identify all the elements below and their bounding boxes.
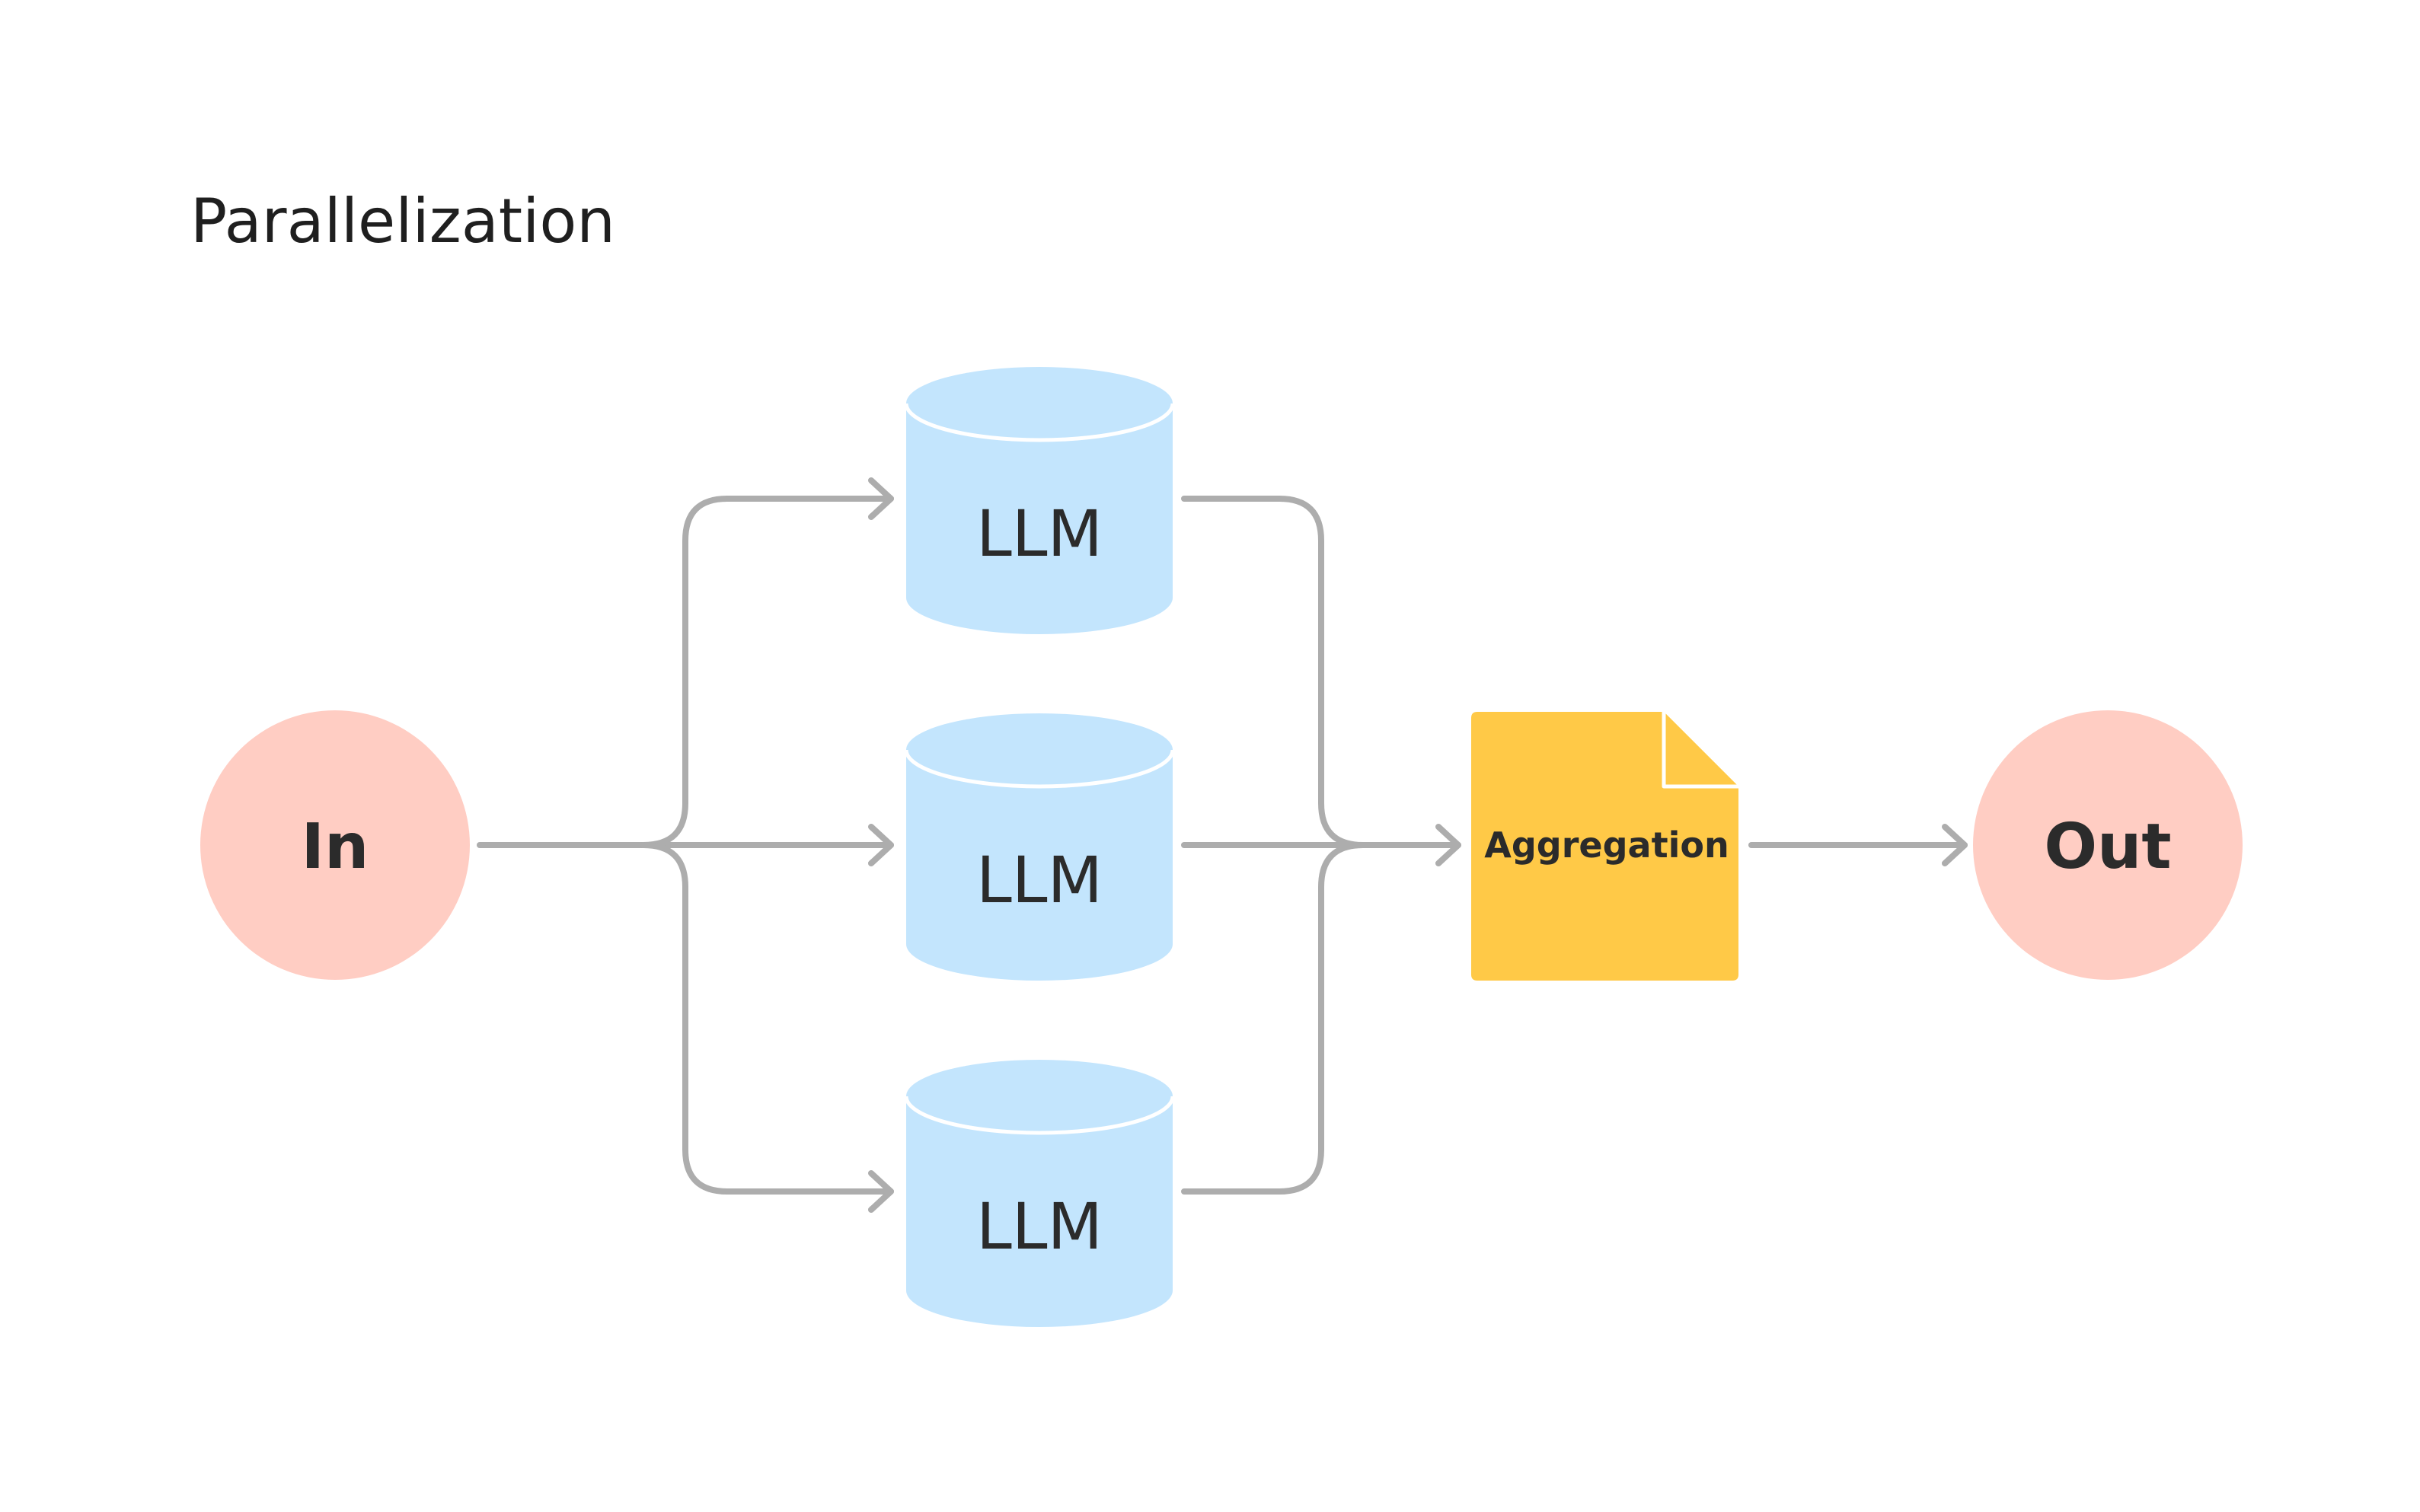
llm-node-1-rim — [904, 403, 1175, 442]
llm-node-3: LLM — [904, 1060, 1175, 1327]
output-node-label: Out — [2044, 811, 2171, 883]
input-node: In — [200, 710, 470, 980]
llm-node-3-top — [906, 1060, 1173, 1133]
connector-in-to-llm-3 — [640, 842, 894, 1213]
output-node: Out — [1973, 710, 2243, 980]
llm-node-1-top — [906, 367, 1173, 440]
connector-in-to-llm-1 — [640, 477, 894, 848]
aggregation-node: Aggregation — [1471, 712, 1738, 981]
connector-llm-3-to-aggregation — [1181, 842, 1366, 1195]
aggregation-node-label: Aggregation — [1484, 825, 1729, 866]
output-node-circle — [1973, 710, 2243, 980]
llm-node-1-label: LLM — [976, 496, 1103, 571]
aggregation-node-fold — [1662, 712, 1738, 789]
input-node-circle — [200, 710, 470, 980]
fan-out-connectors — [477, 477, 894, 1213]
llm-node-3-label: LLM — [976, 1189, 1103, 1264]
llm-node-1: LLM — [904, 367, 1175, 634]
llm-node-2: LLM — [904, 713, 1175, 981]
input-node-label: In — [302, 811, 369, 883]
llm-node-3-rim — [904, 1096, 1175, 1135]
llm-node-2-label: LLM — [976, 843, 1103, 917]
llm-node-2-body — [906, 750, 1173, 981]
llm-node-3-body — [906, 1096, 1173, 1327]
connector-llm-1-to-aggregation — [1181, 496, 1366, 848]
fan-in-connectors — [1181, 496, 1461, 1195]
diagram-title: Parallelization — [190, 186, 615, 257]
llm-node-2-top — [906, 713, 1173, 786]
llm-node-2-rim — [904, 749, 1175, 789]
llm-node-1-body — [906, 404, 1173, 634]
